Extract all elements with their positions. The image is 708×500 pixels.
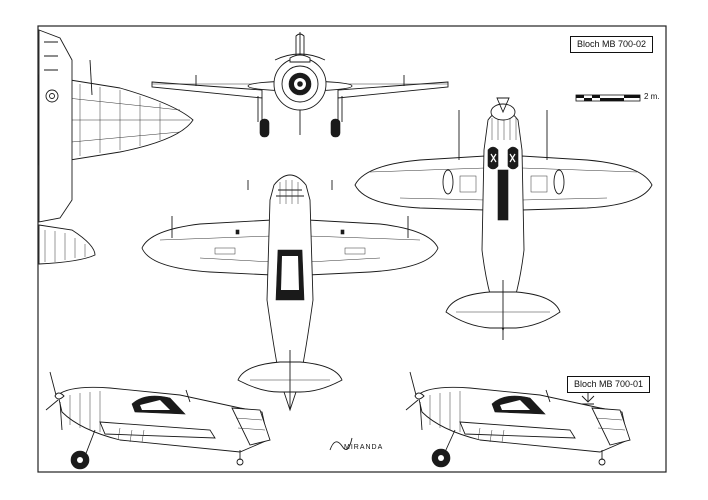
scale-bar [575,94,641,102]
underside-view-aircraft [354,97,653,340]
side-view-aircraft-02 [45,371,271,470]
sheet-border [37,25,667,473]
partial-wing-top-view [38,29,194,265]
signature-text: MIRANDA [344,444,384,451]
front-view-aircraft [151,32,449,138]
top-view-aircraft [141,174,439,412]
label-bloch-mb-700-02: Bloch MB 700-02 [570,36,654,53]
side-view-aircraft-01 [405,371,631,468]
scale-label: 2 m. [644,92,660,101]
signature-mark [329,437,353,451]
label-bloch-mb-700-01: Bloch MB 700-01 [567,376,651,393]
arrow-down-icon [581,392,595,405]
